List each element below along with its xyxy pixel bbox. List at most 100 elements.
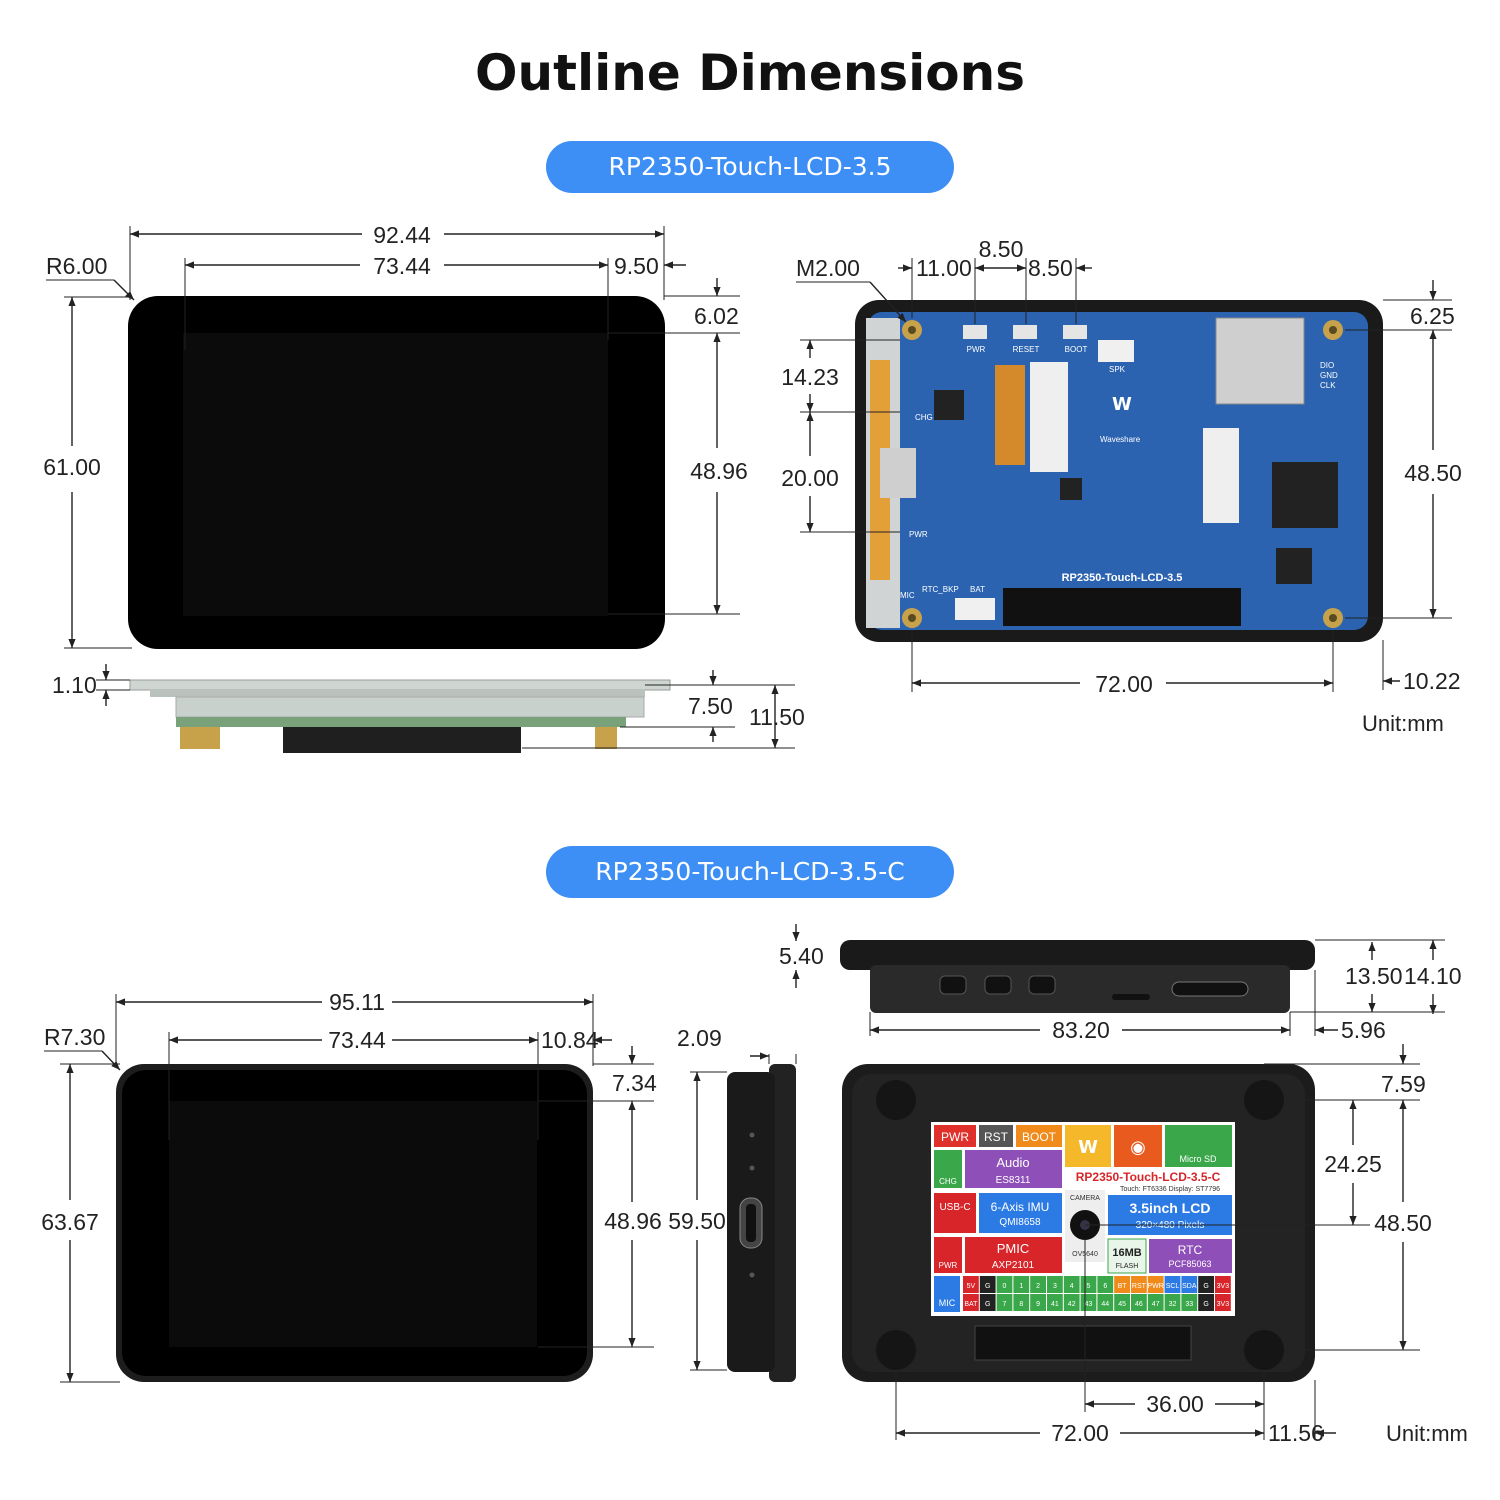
- dim-right-margin: 9.50: [614, 253, 659, 279]
- pin-label: 3V3: [1217, 1283, 1230, 1290]
- pin-label: G: [985, 1301, 990, 1308]
- label-chg: CHG: [939, 1177, 957, 1186]
- board-spk: SPK: [1109, 365, 1126, 374]
- pin-cell: [1063, 1294, 1080, 1311]
- dim-back-top-offset: 6.25: [1410, 303, 1455, 329]
- board-name: RP2350-Touch-LCD-3.5: [1062, 572, 1183, 584]
- label-pwr: PWR: [941, 1130, 969, 1144]
- dim-ledge-c: 5.40: [779, 943, 824, 969]
- dim-front-height-c: 63.67: [41, 1209, 99, 1235]
- pin-label: 44: [1101, 1301, 1109, 1308]
- label-rtc-chip: PCF85063: [1168, 1259, 1211, 1269]
- dim-offset-c: 5.96: [1341, 1017, 1386, 1043]
- dim-right-offset: 10.22: [1403, 668, 1461, 694]
- pin-label: 41: [1051, 1301, 1059, 1308]
- label-lcd: 3.5inch LCD: [1130, 1200, 1211, 1216]
- pin-cell: [1181, 1294, 1198, 1311]
- pin-cell: [1047, 1276, 1063, 1293]
- dim-length-c: 83.20: [1052, 1017, 1110, 1043]
- pin-cell: [1164, 1294, 1181, 1311]
- dim-depth-a-c: 13.50: [1345, 963, 1403, 989]
- pin-label: 2: [1036, 1283, 1040, 1290]
- label-logo-icon: W: [1078, 1137, 1098, 1158]
- label-pmic: PMIC: [997, 1241, 1030, 1256]
- board-clk: CLK: [1320, 381, 1336, 390]
- pin-label: 1: [1019, 1283, 1023, 1290]
- label-flash-sub: FLASH: [1116, 1263, 1139, 1270]
- label-microsd: Micro SD: [1179, 1154, 1217, 1164]
- pin-cell: [1047, 1294, 1063, 1311]
- dim-pwr-offset: 11.00: [916, 255, 972, 281]
- pin-label: 46: [1135, 1301, 1143, 1308]
- pin-cell: [979, 1294, 996, 1311]
- top-back-view: PWR RESET BOOT SPK W Waveshare CHG PWR M…: [781, 236, 1462, 736]
- pin-label: 32: [1169, 1301, 1177, 1308]
- top-front-view: 92.44 73.44 9.50 R6.00 6.02 48.96 61.00: [43, 222, 748, 649]
- label-model: RP2350-Touch-LCD-3.5-C: [1076, 1170, 1221, 1184]
- dim-top-margin-c: 7.34: [612, 1070, 657, 1096]
- pin-cell: [1198, 1276, 1214, 1293]
- dim-hole-horizontal-c: 72.00: [1051, 1420, 1109, 1446]
- pin-cell: [1030, 1276, 1046, 1293]
- board-rtc-bkp: RTC_BKP: [922, 585, 959, 594]
- dim-top-margin: 6.02: [694, 303, 739, 329]
- pin-label: G: [1203, 1283, 1208, 1290]
- pin-label: 42: [1068, 1301, 1076, 1308]
- bottom-top-view: 5.40 13.50 14.10 83.20 5.96: [779, 924, 1462, 1043]
- pin-label: 7: [1003, 1301, 1007, 1308]
- pin-label: BT: [1118, 1283, 1128, 1290]
- label-rtc: RTC: [1178, 1243, 1203, 1257]
- pin-label: 47: [1152, 1301, 1160, 1308]
- pin-label: 0: [1003, 1283, 1007, 1290]
- label-boot: BOOT: [1022, 1130, 1057, 1144]
- pin-cell: [1147, 1276, 1164, 1293]
- pin-cell: [1131, 1276, 1147, 1293]
- dim-body: 7.50: [688, 693, 733, 719]
- dim-hole-vertical-c: 48.50: [1374, 1210, 1432, 1236]
- board-btn-pwr: PWR: [967, 345, 986, 354]
- dim-hole: M2.00: [796, 255, 860, 281]
- pin-cell: [1181, 1276, 1198, 1293]
- label-rst: RST: [984, 1130, 1009, 1144]
- dim-total-depth: 11.50: [749, 704, 805, 730]
- dim-btn-spacing-b: 8.50: [1028, 255, 1073, 281]
- dim-front-width: 92.44: [373, 222, 431, 248]
- pin-cell: [1114, 1294, 1130, 1311]
- pin-cell: [963, 1294, 979, 1311]
- dim-screen-width-c: 73.44: [328, 1027, 386, 1053]
- dim-right-offset-c: 11.56: [1268, 1420, 1324, 1446]
- pin-cell: [1215, 1294, 1231, 1311]
- bottom-side-view: 2.09 59.50: [668, 1025, 797, 1382]
- pin-label: 33: [1185, 1301, 1193, 1308]
- dim-side-depth-c: 2.09: [677, 1025, 722, 1051]
- label-usbc: USB-C: [939, 1202, 970, 1213]
- board-pwr: PWR: [909, 530, 928, 539]
- label-audio: Audio: [996, 1155, 1029, 1170]
- pin-cell: [1013, 1294, 1030, 1311]
- dim-radius: R6.00: [46, 253, 107, 279]
- board-chg: CHG: [915, 413, 933, 422]
- pin-label: 5: [1087, 1283, 1091, 1290]
- unit-label-top: Unit:mm: [1362, 711, 1444, 736]
- pin-cell: [1114, 1276, 1130, 1293]
- label-pmic-chip: AXP2101: [992, 1260, 1035, 1271]
- board-dio: DIO: [1320, 361, 1334, 370]
- dim-hole-horizontal: 72.00: [1095, 671, 1153, 697]
- dim-cam-vertical-c: 24.25: [1324, 1151, 1382, 1177]
- unit-label-bottom: Unit:mm: [1386, 1421, 1468, 1446]
- dim-side-height-c: 59.50: [668, 1208, 726, 1234]
- pin-cell: [1030, 1294, 1046, 1311]
- dim-v1: 14.23: [781, 364, 839, 390]
- pin-label: SCL: [1166, 1283, 1180, 1290]
- pin-label: 3V3: [1217, 1301, 1230, 1308]
- dim-hole-vertical: 48.50: [1404, 460, 1462, 486]
- pin-label: 4: [1070, 1283, 1074, 1290]
- pin-cell: [1198, 1294, 1214, 1311]
- model-badge-top: RP2350-Touch-LCD-3.5: [546, 141, 954, 193]
- dim-right-margin-c: 10.84: [541, 1027, 599, 1053]
- pin-cell: [1131, 1294, 1147, 1311]
- board-brand: Waveshare: [1100, 435, 1141, 444]
- dim-screen-width: 73.44: [373, 253, 431, 279]
- bottom-back-view: PWR RST BOOT W ◉ Micro SD CHG Audio ES83…: [842, 1044, 1468, 1446]
